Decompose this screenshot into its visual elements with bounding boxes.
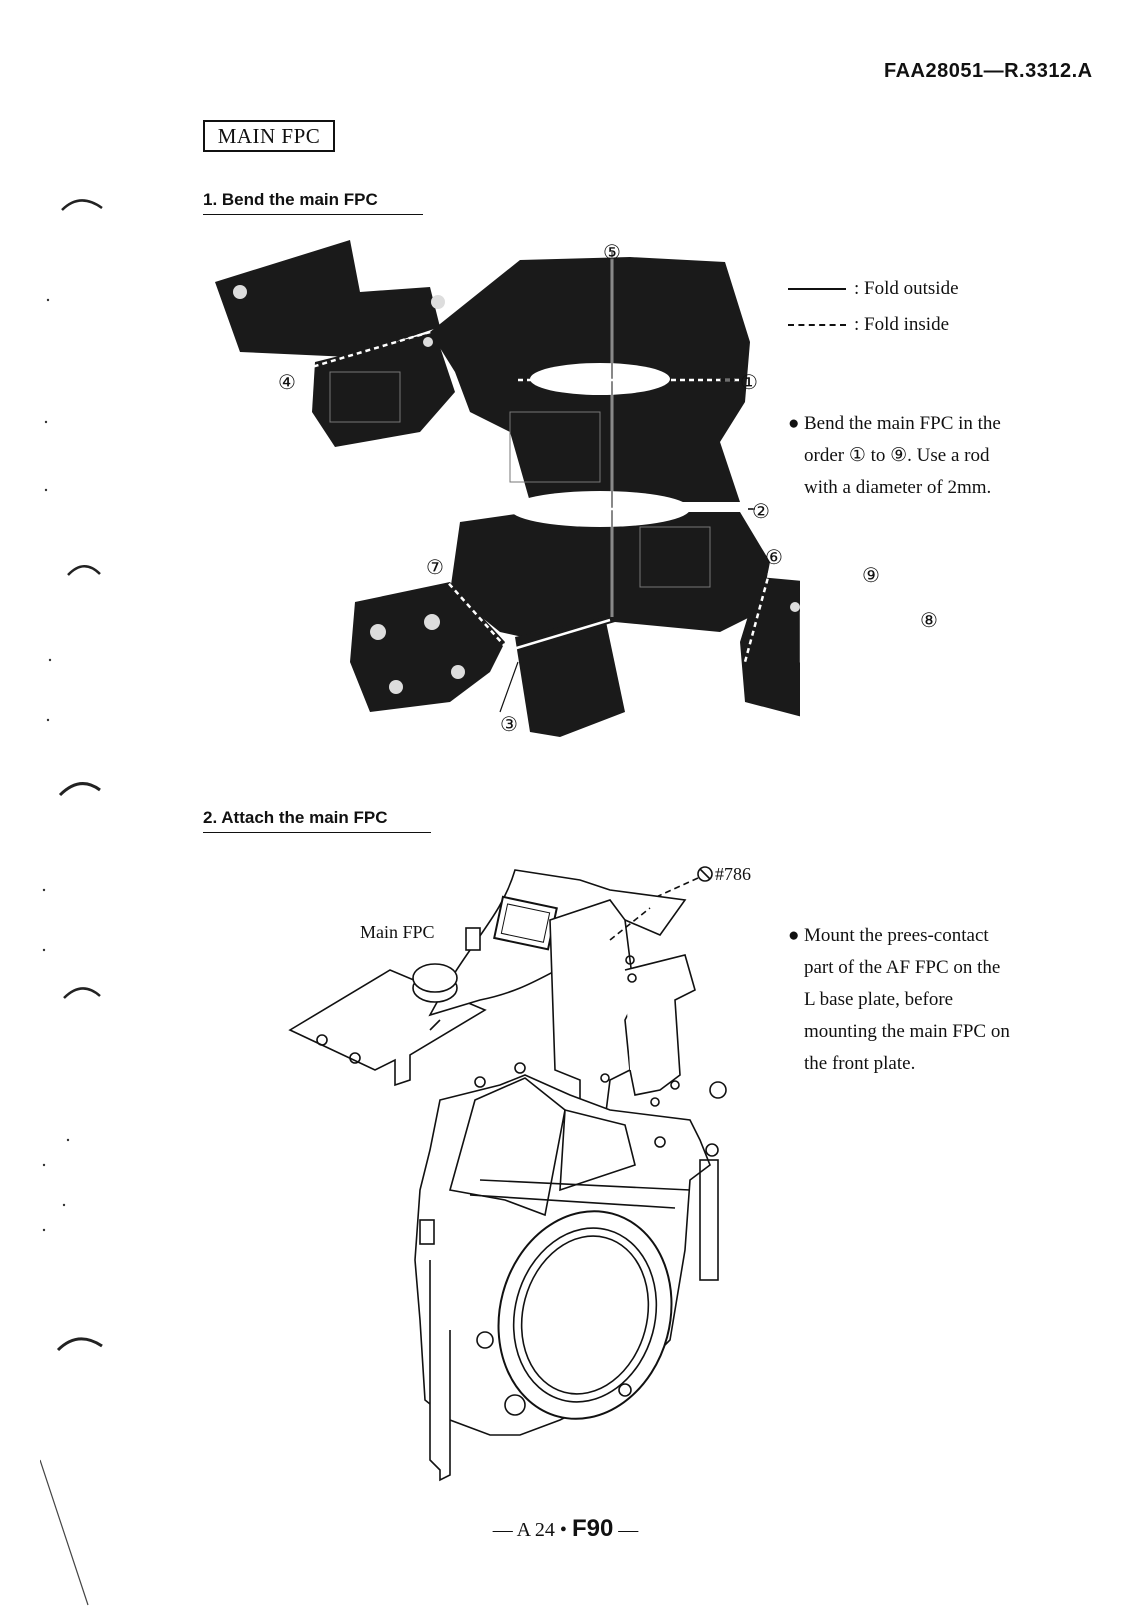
fpc-board-lower-left (350, 582, 505, 712)
page-number: — A 24 • (492, 1519, 567, 1541)
section-title: MAIN FPC (203, 120, 335, 152)
legend-label: : Fold outside (854, 278, 959, 299)
fpc-board-right (740, 577, 800, 717)
fpc-attach-diagram (280, 860, 740, 1500)
document-code: FAA28051—R.3312.A (884, 60, 1093, 82)
margin-hole-mark (58, 782, 101, 797)
fold-line-6 (743, 569, 772, 663)
main-fpc-label: Main FPC (360, 922, 435, 942)
callout-2: ② (752, 501, 770, 523)
callout-9: ⑨ (862, 565, 880, 587)
callout-4: ④ (278, 372, 296, 394)
legend-label: : Fold inside (854, 314, 950, 335)
page-footer: — A 24 • F90 — (0, 1515, 1131, 1543)
callout-5: ⑤ (603, 242, 621, 264)
reflex-mirror (448, 1077, 566, 1217)
callout-1: ① (740, 372, 758, 394)
step1-note: ●Bend the main FPC in the order ① to ⑨. … (788, 413, 1001, 498)
margin-hole-mark (56, 1337, 103, 1352)
screw-icon (697, 866, 713, 882)
legend-fold-inside: : Fold inside (788, 314, 949, 336)
fpc-board-bottom (515, 617, 625, 737)
fpc-bend-diagram (200, 232, 800, 752)
front-plate-bracket (549, 899, 636, 1122)
legend-solid-line (788, 288, 846, 290)
screw-label: #786 (715, 864, 751, 884)
fpc-board-connector-4 (312, 332, 455, 447)
callout-8: ⑧ (920, 610, 938, 632)
fpc-board-lower-center (450, 512, 770, 642)
fold-line-7 (442, 576, 511, 653)
legend-fold-outside: : Fold outside (788, 278, 959, 300)
step2-note: ●Mount the prees-contact part of the AF … (788, 925, 1010, 1074)
margin-hole-mark (67, 565, 101, 576)
fold-line-4 (304, 330, 431, 371)
step1-heading: 1. Bend the main FPC (203, 190, 423, 215)
fpc-board-top-left (215, 240, 440, 357)
step2-heading: 2. Attach the main FPC (203, 808, 431, 833)
margin-hole-mark (61, 199, 103, 211)
margin-hole-mark (63, 987, 101, 999)
margin-marks (40, 199, 103, 1606)
fold-line-3 (509, 618, 611, 652)
legend-dashed-line (788, 324, 846, 326)
camera-model: F90 (571, 1515, 614, 1542)
callout-6: ⑥ (765, 547, 783, 569)
footer-dash: — (618, 1519, 639, 1541)
callout-7: ⑦ (426, 557, 444, 579)
callout-3: ③ (500, 714, 518, 736)
